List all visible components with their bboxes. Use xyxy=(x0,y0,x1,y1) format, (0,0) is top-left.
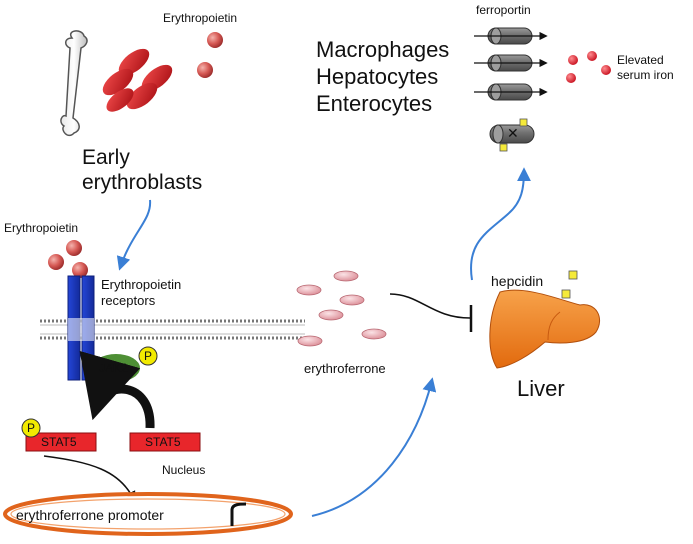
erythroferrone-label: erythroferrone xyxy=(304,361,386,376)
liver-icon xyxy=(489,289,601,369)
erythropoietin-top-label: Erythropoietin xyxy=(163,11,238,25)
erythropoietin-receptors xyxy=(67,275,95,381)
hepcidin-molecules xyxy=(561,270,578,299)
stat5-left-box xyxy=(25,432,97,452)
early-erythroblasts-label-line1: Early xyxy=(82,146,130,169)
phospho-stat5 xyxy=(21,418,41,438)
nucleus-label: Nucleus xyxy=(162,463,206,477)
stat5-left-label: STAT5 xyxy=(41,435,77,449)
hepatocytes-label: Hepatocytes xyxy=(316,64,439,89)
liver-label: Liver xyxy=(517,376,565,401)
cell-membrane xyxy=(40,318,305,341)
inhibition-line xyxy=(389,293,473,332)
bone-icon xyxy=(60,30,88,137)
erythroferrone-molecules xyxy=(296,270,387,347)
arrow-to-erythroferrone xyxy=(311,377,437,517)
blocked-mark-icon: ✕ xyxy=(507,125,519,141)
arrow-to-ferroportin xyxy=(470,167,531,281)
erythropoietin-left-label: Erythropoietin xyxy=(4,221,79,235)
blocked-ferroportin xyxy=(489,118,535,152)
enterocytes-label: Enterocytes xyxy=(316,91,433,116)
ferroportin-label: ferroportin xyxy=(476,3,531,17)
jak2-label: JAK2 xyxy=(99,361,128,375)
erythropoietin-molecules-left xyxy=(48,240,88,278)
arrow-to-receptors xyxy=(116,199,152,271)
elevated-serum-iron-label-line1: Elevated xyxy=(617,53,664,67)
receptors-label-line2: receptors xyxy=(101,293,156,308)
phospho-stat5-label: P xyxy=(27,421,36,435)
phospho-jak2-label: P xyxy=(144,349,153,363)
stat5-right-box xyxy=(129,432,201,452)
erythropoietin-molecules-top xyxy=(197,32,223,78)
hepcidin-label: hepcidin xyxy=(491,273,544,289)
phosphorylation-arrow xyxy=(79,350,155,429)
macrophages-label: Macrophages xyxy=(316,37,450,62)
red-blood-cells xyxy=(102,48,173,112)
ferroportin-channels xyxy=(474,27,548,101)
receptors-label-line1: Erythropoietin xyxy=(101,277,182,292)
elevated-serum-iron-label-line2: serum iron xyxy=(617,68,674,82)
promoter-label: erythroferrone promoter xyxy=(16,507,164,523)
early-erythroblasts-label-line2: erythroblasts xyxy=(82,171,203,194)
stat5-right-label: STAT5 xyxy=(145,435,181,449)
serum-iron-dots xyxy=(566,51,611,83)
stat5-to-promoter-arrow xyxy=(43,455,136,502)
promoter-arrow-icon xyxy=(230,502,247,526)
nucleus-ring xyxy=(3,492,293,536)
